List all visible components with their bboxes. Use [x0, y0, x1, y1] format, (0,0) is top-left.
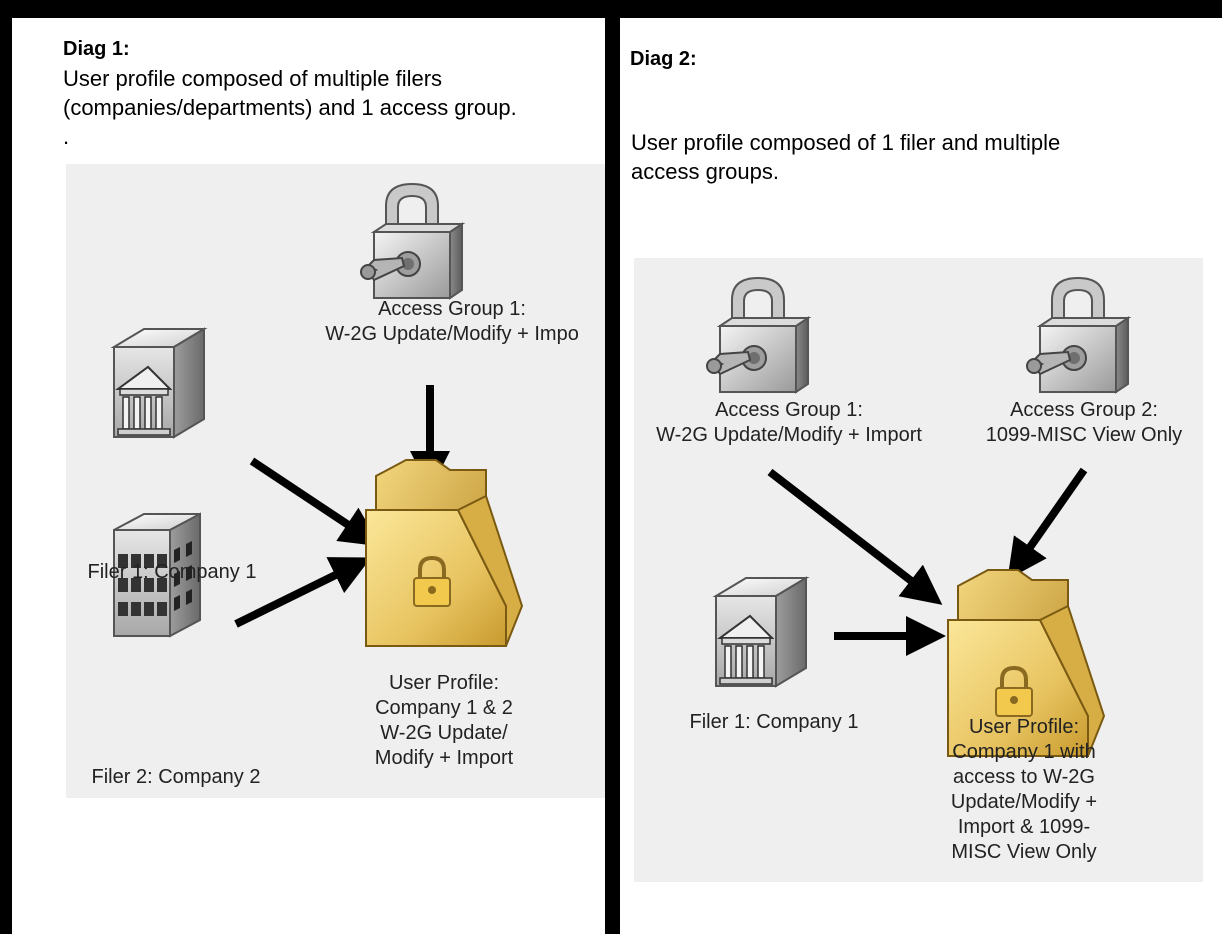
diagram-2-canvas: Access Group 1: W-2G Update/Modify + Imp…: [634, 258, 1203, 882]
diagram-1-title: Diag 1:: [63, 38, 130, 60]
diagram-2-graphic: [706, 277, 1129, 758]
padlock-with-key-icon: [706, 277, 809, 393]
diagram-1-description-line-2: (companies/departments) and 1 access gro…: [63, 95, 517, 120]
user-profile-label: User Profile: Company 1 with access to W…: [950, 716, 1098, 863]
padlock-with-key-icon: [360, 183, 463, 299]
diagram-1-graphic: [113, 183, 524, 648]
access-group-1-label: Access Group 1: W-2G Update/Modify + Imp…: [325, 298, 579, 345]
bank-building-icon: [113, 328, 205, 438]
diagram-2-description-line-2: access groups.: [631, 159, 779, 184]
padlock-with-key-icon: [1026, 277, 1129, 393]
access-group-1-label: Access Group 1: W-2G Update/Modify + Imp…: [656, 399, 922, 446]
diagram-1-panel: Diag 1: User profile composed of multipl…: [12, 18, 605, 934]
arrow-access-group-1-to-profile: [767, 468, 943, 605]
filer-1-label: Filer 1: Company 1: [87, 561, 257, 583]
arrow-filer-1-to-profile: [249, 457, 381, 547]
bank-building-icon: [715, 577, 807, 687]
diagram-1-canvas: Access Group 1: W-2G Update/Modify + Imp…: [66, 164, 605, 798]
filer-1-label: Filer 1: Company 1: [689, 711, 859, 733]
diagram-2-title: Diag 2:: [630, 48, 697, 70]
access-group-2-label: Access Group 2: 1099-MISC View Only: [985, 399, 1183, 446]
diagram-1-description-line-3: .: [63, 124, 70, 149]
arrow-access-group-2-to-profile: [1007, 467, 1088, 580]
diagram-2-panel: Diag 2: User profile composed of 1 filer…: [620, 18, 1222, 934]
arrow-filer-2-to-profile: [234, 557, 372, 628]
locked-folder-icon: [364, 458, 524, 648]
user-profile-label: User Profile: Company 1 & 2 W-2G Update/…: [374, 672, 514, 769]
filer-2-label: Filer 2: Company 2: [91, 766, 261, 788]
diagram-2-description-line-1: User profile composed of 1 filer and mul…: [631, 130, 1061, 155]
diagram-1-description-line-1: User profile composed of multiple filers: [63, 66, 443, 91]
